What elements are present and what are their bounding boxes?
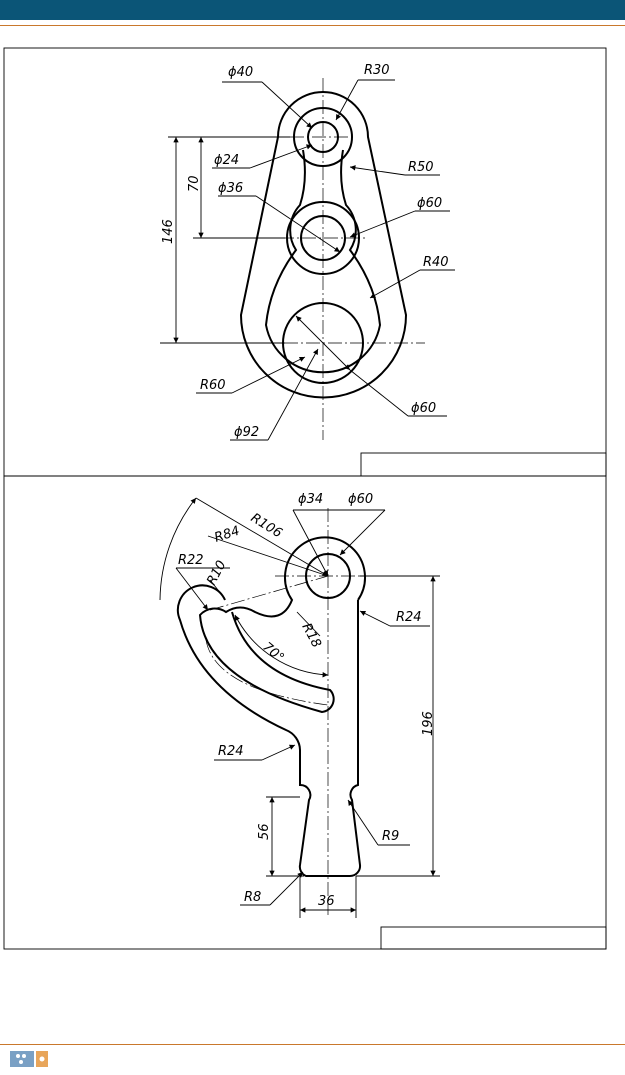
- label-r40: R40: [423, 255, 449, 270]
- label-d36: ϕ36: [218, 181, 243, 196]
- label-dim196: 196: [421, 711, 436, 736]
- part-hook-outline: [176, 508, 380, 915]
- drawing2-labels: ϕ34 ϕ60 R106 R84 R22 R10 R24 R18 70° 196…: [178, 492, 436, 909]
- drawing2-dimensions: [159, 497, 440, 918]
- label-dim70: 70: [187, 175, 202, 192]
- label-r18: R18: [298, 621, 323, 651]
- publisher-logo-icon: [8, 1048, 50, 1070]
- label-r106: R106: [248, 511, 285, 542]
- drawing-sheet: ϕ40 R30 ϕ24 R50 70 ϕ36 ϕ60 146 R40 R60 ϕ…: [0, 47, 625, 957]
- drawing1-labels: ϕ40 R30 ϕ24 R50 70 ϕ36 ϕ60 146 R40 R60 ϕ…: [161, 63, 449, 440]
- drawing-frame-bottom: [3, 475, 607, 950]
- label-d92: ϕ92: [234, 425, 259, 440]
- label-d60: ϕ60: [348, 492, 373, 507]
- label-d24: ϕ24: [214, 153, 239, 168]
- label-r10: R10: [204, 558, 229, 588]
- label-d40: ϕ40: [228, 65, 253, 80]
- footer-rule: [0, 1044, 625, 1045]
- label-r8: R8: [244, 890, 261, 905]
- drawing1-dimensions: [160, 79, 455, 441]
- part-link-outline: [239, 78, 425, 440]
- label-r84: R84: [213, 524, 242, 546]
- title-block-bottom: [380, 926, 607, 950]
- label-d60-upper: ϕ60: [417, 196, 442, 211]
- header-rule: [0, 25, 625, 26]
- title-block-top: [360, 452, 607, 477]
- label-d34: ϕ34: [298, 492, 323, 507]
- label-dim36: 36: [318, 894, 335, 909]
- drawing-frame-top: [3, 47, 607, 477]
- label-dim56: 56: [257, 823, 272, 840]
- label-r24-right: R24: [396, 610, 422, 625]
- label-r50: R50: [408, 160, 434, 175]
- label-r9: R9: [382, 829, 399, 844]
- label-r22: R22: [178, 553, 204, 568]
- label-r24-left: R24: [218, 744, 244, 759]
- label-r30: R30: [364, 63, 390, 78]
- label-dim146: 146: [161, 219, 176, 244]
- label-d60-lower: ϕ60: [411, 401, 436, 416]
- label-r60: R60: [200, 378, 226, 393]
- header-bar: [0, 0, 625, 20]
